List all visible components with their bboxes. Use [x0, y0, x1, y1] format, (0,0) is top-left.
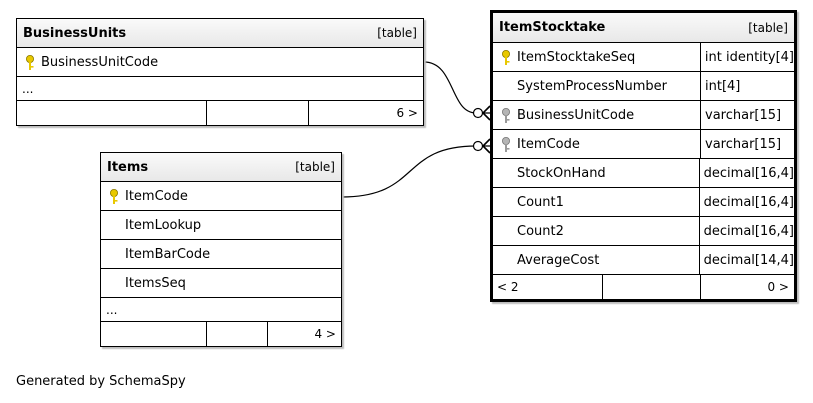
- columns-count: [206, 101, 308, 125]
- column-name: ItemStocktakeSeq: [517, 49, 636, 65]
- parents-count: [17, 101, 206, 125]
- key-icon: [26, 54, 34, 70]
- column-row: ItemsSeq: [101, 269, 341, 298]
- column-name: Count1: [517, 194, 564, 210]
- column-type: decimal[16,4]: [698, 159, 794, 187]
- table-name: ItemStocktake: [499, 20, 606, 35]
- column-name: BusinessUnitCode: [517, 107, 635, 123]
- column-type: varchar[15]: [700, 101, 794, 129]
- key-icon: [110, 188, 118, 204]
- column-row: ItemCode varchar[15]: [493, 130, 794, 159]
- column-name: BusinessUnitCode: [41, 54, 159, 70]
- column-row: StockOnHand decimal[16,4]: [493, 159, 794, 188]
- columns-count: [602, 275, 700, 299]
- column-row: ItemStocktakeSeq int identity[4]: [493, 43, 794, 72]
- zero-cardinality-marker: [472, 107, 484, 119]
- column-name: Count2: [517, 223, 564, 239]
- column-name: AverageCost: [517, 252, 600, 268]
- table-items[interactable]: Items [table] ItemCode ItemLookup ItemBa…: [100, 152, 342, 347]
- table-footer: 4 >: [101, 322, 341, 346]
- parents-count: < 2: [497, 280, 519, 294]
- parents-count: [101, 322, 206, 346]
- more-columns-ellipsis: ...: [17, 77, 423, 101]
- table-header: ItemStocktake [table]: [493, 13, 794, 43]
- table-tag: [table]: [748, 20, 788, 35]
- column-name: ItemCode: [125, 188, 188, 204]
- columns-count: [206, 322, 267, 346]
- table-tag: [table]: [377, 26, 417, 40]
- table-header: BusinessUnits [table]: [17, 19, 423, 48]
- foreign-key-icon: [502, 107, 510, 123]
- column-row: BusinessUnitCode: [17, 48, 423, 77]
- column-type: decimal[16,4]: [698, 217, 794, 245]
- children-count: 0 >: [700, 275, 794, 299]
- more-columns-ellipsis: ...: [101, 298, 341, 322]
- table-footer: 6 >: [17, 101, 423, 125]
- table-name: Items: [107, 159, 149, 175]
- column-name: ItemsSeq: [125, 275, 186, 291]
- table-header: Items [table]: [101, 153, 341, 182]
- items-to-itemstocktake-edge: [341, 145, 490, 198]
- column-type: decimal[14,4]: [698, 246, 794, 274]
- column-name: ItemCode: [517, 136, 580, 152]
- children-count: 6 >: [308, 101, 423, 125]
- foreign-key-icon: [502, 136, 510, 152]
- column-row: Count1 decimal[16,4]: [493, 188, 794, 217]
- many-crowsfoot-marker: [481, 138, 491, 154]
- table-businessunits[interactable]: BusinessUnits [table] BusinessUnitCode .…: [16, 18, 424, 126]
- column-type: int identity[4]: [699, 43, 794, 71]
- table-tag: [table]: [295, 160, 335, 174]
- many-crowsfoot-marker: [481, 105, 491, 121]
- table-itemstocktake[interactable]: ItemStocktake [table] ItemStocktakeSeq i…: [490, 10, 797, 302]
- key-icon: [502, 49, 510, 65]
- table-footer: < 2 0 >: [493, 275, 794, 299]
- column-name: ItemLookup: [125, 217, 202, 233]
- businessunits-to-itemstocktake-edge: [423, 61, 490, 114]
- column-row: Count2 decimal[16,4]: [493, 217, 794, 246]
- column-name: SystemProcessNumber: [517, 78, 668, 94]
- generated-by-label: Generated by SchemaSpy: [16, 374, 186, 389]
- column-row: SystemProcessNumber int[4]: [493, 72, 794, 101]
- column-name: ItemBarCode: [125, 246, 211, 262]
- column-row: BusinessUnitCode varchar[15]: [493, 101, 794, 130]
- column-type: varchar[15]: [700, 130, 794, 158]
- table-name: BusinessUnits: [23, 25, 127, 41]
- column-row: ItemCode: [101, 182, 341, 211]
- column-name: StockOnHand: [517, 165, 606, 181]
- column-type: int[4]: [700, 72, 794, 100]
- children-count: 4 >: [267, 322, 341, 346]
- column-row: ItemBarCode: [101, 240, 341, 269]
- zero-cardinality-marker: [472, 140, 484, 152]
- column-type: decimal[16,4]: [698, 188, 794, 216]
- column-row: ItemLookup: [101, 211, 341, 240]
- column-row: AverageCost decimal[14,4]: [493, 246, 794, 275]
